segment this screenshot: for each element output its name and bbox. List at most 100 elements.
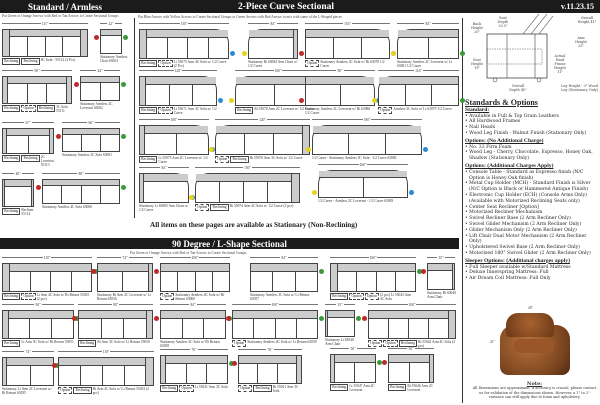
seat-cushion [328,318,354,336]
lshape-piece[interactable]: 35"Stationary Rt 63040 Arm Chair [421,256,456,299]
seat-cushion [82,135,101,151]
seat-cushion [103,365,125,385]
lshape-piece[interactable]: 35"Stationary Lt 63040 Arm Chair [325,303,361,346]
piece-outline [139,76,217,106]
piece-outline [2,128,54,154]
seat-cushion [183,318,205,338]
piece-label: Stationary Armless 3C Sofa w/ Rt 63078 1… [320,60,385,69]
standard-piece[interactable]: 44"Stationary Armless 2C Loveseat 63002 [74,69,126,110]
standard-piece[interactable]: 88"Stationary Armless 4C Sofa 63000 [36,172,126,209]
chair-width: 40" [528,306,534,310]
back-cushion [3,311,73,319]
piece-outline [388,354,434,383]
dimension-label: 40" [2,172,34,176]
seat-cushion [125,366,146,385]
yellow-connector-arrow-icon [391,51,396,56]
dimension-value: 90" [33,69,41,73]
lshape-piece[interactable]: 74"Stationary Lt Arm 2C Loveseat w/ Rt R… [2,350,60,395]
curve-piece[interactable]: 84"Stationary Rt 63084 Arm Chair w/ 1/2 … [242,22,298,68]
piece-outline [58,357,154,386]
seat-cushion [82,186,101,203]
lshape-piece[interactable]: 84"Stationary Armless 3C Sofa w/ Lt Retu… [250,256,324,301]
red-connector-arrow-icon [299,51,304,56]
option-tag: Option [195,204,210,211]
seat-cushions [7,365,53,385]
option-item: Lift Chair Dual Motor Mechanism (2 Arm R… [465,234,600,246]
curve-piece[interactable]: 84"Stationary Armless 2C Loveseat w/ Lt … [391,22,465,68]
dimension-label: 111" [2,22,88,26]
seat-depth-label: Seat Depth 20.5" [497,16,509,28]
standard-piece[interactable]: 22"Stationary Armless Chair 63003 [94,22,128,63]
left-arm [140,77,147,105]
seat-cushion [47,84,65,103]
seat-cushions [251,271,317,291]
curve-piece[interactable]: 190"1/2 Curve - Stationary Armless 3C So… [306,118,428,160]
option-item: Motorized Recliner Mechanism [465,210,600,216]
seat-cushions [7,135,49,153]
curve-piece[interactable]: 160"1/2 Curve - Armless 2C Loveseat - 1/… [312,163,414,203]
left-arm [331,355,335,382]
option-item: Wood Leg - Cherry, Chocolate, Espresso, … [465,150,600,162]
seat-cushion [236,84,276,105]
dimension-value: 90" [111,303,120,307]
seat-cushion [296,272,317,291]
dimension-value: 190" [362,118,372,122]
green-connector-arrow-icon [460,51,465,56]
green-connector-arrow-icon [55,363,60,368]
curve-piece[interactable]: 90"Stationary Armless 2C Loveseat w/ Rt … [299,69,381,115]
seat-cushion [31,271,52,291]
lshape-piece[interactable]: 74"Stationary Rt Arm 2C Loveseat w/ Lt R… [91,256,153,301]
yellow-connector-arrow-icon [229,98,234,103]
red-connector-arrow-icon [226,316,231,321]
curve-piece[interactable]: 84"Stationary Lt 63085 Arm Chair w/ 1/2 … [139,166,195,212]
back-cushion [140,30,228,38]
seat-cushion [7,135,29,153]
seat-cushion [81,365,103,385]
right-arm [448,311,455,338]
dimension-label: 190" [312,118,422,122]
piece-caption: Stationary Armless 2C Loveseat w/ Rt 630… [305,107,375,115]
left-arm [326,311,329,336]
dimension-label: 84" [160,303,226,307]
back-cushion [306,30,389,38]
seat-cushion [145,133,178,154]
lshape-piece[interactable]: 84"Stationary Armless 3C Sofa w/ Rt Retu… [154,303,232,348]
back-cushion [251,264,317,272]
back-cushion [59,358,153,366]
seat-cushion [429,319,448,338]
piece-label: Stationary Lt 63040 Arm Chair [325,338,354,347]
back-cushion [161,356,227,364]
standard-piece[interactable]: 66"Stationary Armless 3C Sofa 63001 [56,121,126,157]
piece-label: Stationary Armless 3C Sofa w/ Lt Return … [250,293,310,302]
seat-cushions [389,362,429,382]
seat-cushion [102,318,125,338]
option-item: No. 33 Firm Foam [465,145,600,151]
back-cushion [236,77,320,85]
dimension-value: 110" [101,350,111,354]
standard-list: Available in Full & Top Grain LeathersAl… [465,114,600,137]
